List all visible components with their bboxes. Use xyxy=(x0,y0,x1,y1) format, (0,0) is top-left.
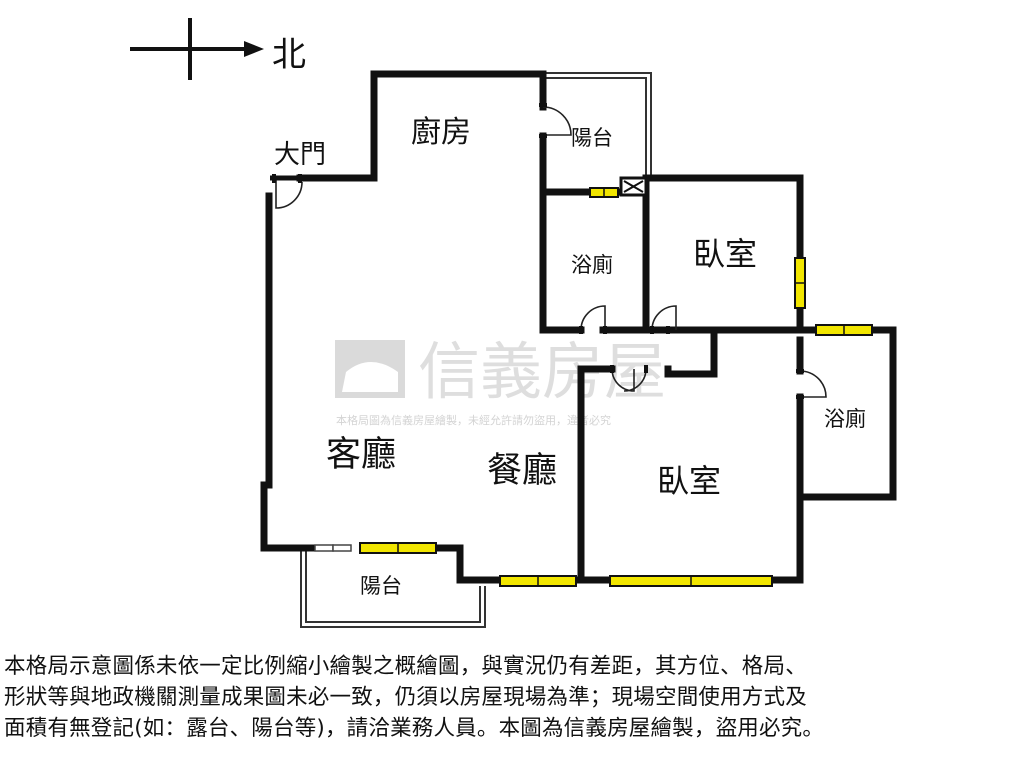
label-dining-room: 餐廳 xyxy=(487,451,557,491)
watermark-logo-shape xyxy=(335,340,405,398)
watermark-brand: 信義房屋 xyxy=(418,335,666,408)
label-main-door: 大門 xyxy=(274,140,326,170)
label-balcony-north: 陽台 xyxy=(571,126,613,150)
disclaimer: 本格局示意圖係未依一定比例縮小繪製之概繪圖，與實況仍有差距，其方位、格局、 形狀… xyxy=(4,651,1020,744)
watermark-notice: 本格局圖為信義房屋繪製，未經允許請勿盜用，違者必究 xyxy=(336,413,611,427)
floor-plan: 信義房屋 本格局圖為信義房屋繪製，未經允許請勿盜用，違者必究 北 xyxy=(130,18,897,628)
disclaimer-line-3: 面積有無登記(如：露台、陽台等)，請洽業務人員。本圖為信義房屋繪製，盜用必究。 xyxy=(4,716,825,741)
disclaimer-line-2: 形狀等與地政機關測量成果圖未必一致，仍須以房屋現場為準；現場空間使用方式及 xyxy=(4,685,807,710)
bath1-door-icon xyxy=(580,305,606,331)
compass-label: 北 xyxy=(272,35,306,75)
bedroom1-door-icon xyxy=(651,305,677,331)
window-mullions xyxy=(397,188,845,586)
disclaimer-line-1: 本格局示意圖係未依一定比例縮小繪製之概繪圖，與實況仍有差距，其方位、格局、 xyxy=(4,654,807,679)
label-kitchen: 廚房 xyxy=(411,115,471,150)
label-bedroom-1: 臥室 xyxy=(693,235,757,273)
bath2-door-icon xyxy=(799,370,827,398)
label-bath-1: 浴廁 xyxy=(571,253,613,277)
kitchen-balcony-door-icon xyxy=(542,106,572,136)
north-arrow-icon xyxy=(130,18,264,80)
watermark: 信義房屋 本格局圖為信義房屋繪製，未經允許請勿盜用，違者必究 xyxy=(335,335,666,427)
walls xyxy=(260,70,897,584)
label-balcony-south: 陽台 xyxy=(360,574,402,598)
label-living-room: 客廳 xyxy=(326,435,396,475)
door-jambs xyxy=(272,103,804,399)
main-door-icon xyxy=(275,178,303,209)
label-bedroom-2: 臥室 xyxy=(657,462,721,500)
label-bath-2: 浴廁 xyxy=(824,407,866,431)
sliding-door xyxy=(314,544,352,552)
